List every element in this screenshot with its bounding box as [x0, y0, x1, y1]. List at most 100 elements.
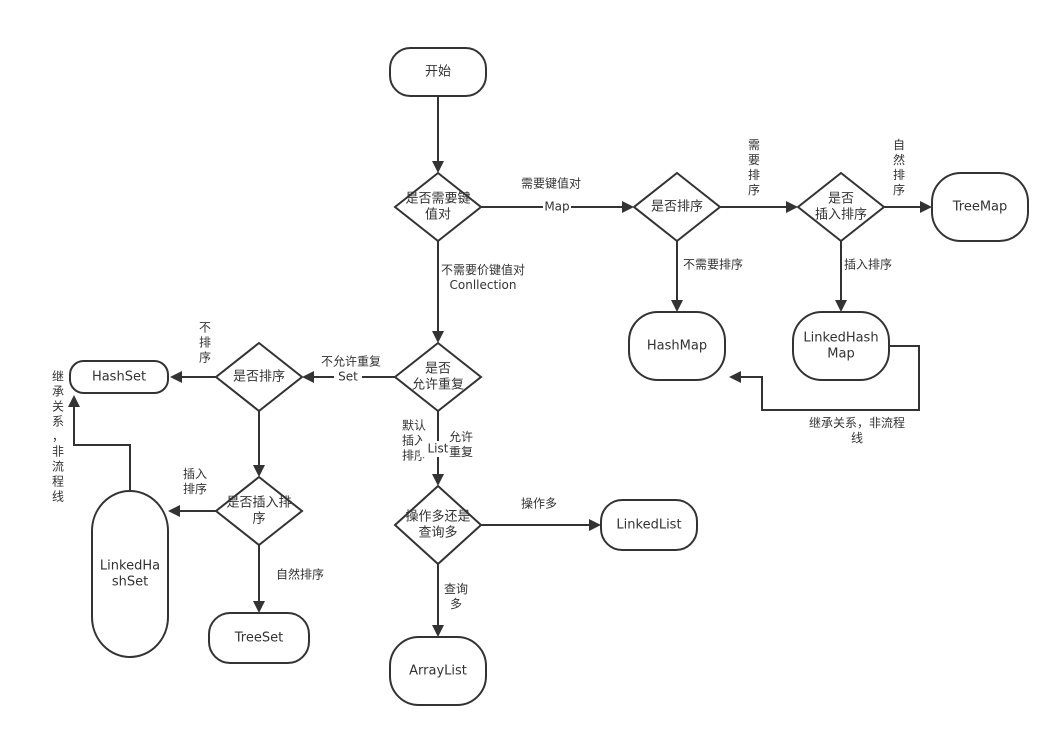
terminal-shape	[931, 172, 1029, 242]
terminal-shape	[208, 612, 310, 664]
edge-label-text: Set	[338, 370, 358, 384]
edge-label-text: 承	[52, 385, 64, 399]
edge-label-text: 重复	[449, 445, 473, 459]
arrowhead-icon	[622, 201, 634, 213]
label-background	[420, 441, 456, 457]
edge-label-text: 关	[52, 400, 64, 414]
edge-start-to-need-kv	[432, 96, 444, 173]
node-label: LinkedHa	[100, 559, 160, 574]
edge-label-text: 然	[893, 152, 905, 167]
decision-diamond	[632, 171, 722, 243]
edge-label: Map	[543, 199, 571, 215]
edge-label: 查询多	[444, 582, 468, 611]
edge-label: List	[420, 441, 456, 457]
node-label: 允许重复	[412, 377, 464, 393]
arrowhead-icon	[729, 371, 741, 383]
decision-diamond	[214, 341, 304, 413]
node-arraylist: ArrayList	[389, 636, 487, 706]
edge-label-text: 排序	[183, 481, 207, 496]
edge-label-text: 序	[199, 350, 211, 365]
arrowhead-icon	[432, 625, 444, 637]
node-label: 查询多	[418, 525, 457, 541]
edge-label-text: 线	[851, 431, 863, 445]
node-start: 开始	[389, 47, 487, 97]
node-treeset: TreeSet	[208, 612, 310, 664]
node-label: shSet	[112, 575, 148, 590]
edge-ops-or-query-to-linkedlist	[481, 519, 601, 531]
node-label: 插入排序	[815, 208, 867, 223]
edge-set-sort-to-set-insert-sort	[253, 411, 265, 477]
edge-label: 需要键值对	[521, 176, 581, 191]
node-treemap: TreeMap	[931, 172, 1029, 242]
node-linkedlist: LinkedList	[600, 499, 698, 551]
node-label: TreeSet	[234, 631, 283, 646]
edge-label-text: 操作多	[521, 496, 557, 511]
edge-label: 不允许重复	[321, 354, 381, 369]
edge-line	[741, 345, 920, 411]
edge-label-text: 自然排序	[276, 567, 324, 582]
edges-layer	[68, 96, 932, 637]
edge-label-text: 系	[52, 415, 64, 429]
arrowhead-icon	[432, 331, 444, 343]
node-label: 是否	[828, 192, 854, 207]
edge-label: 插入排序	[844, 257, 892, 272]
edge-label-text: Conllection	[450, 278, 517, 292]
terminal-shape	[389, 636, 487, 706]
node-label: ArrayList	[409, 664, 467, 679]
edge-label-text: 要	[748, 153, 760, 167]
edge-label-text: 多	[450, 597, 462, 611]
edge-set-insert-sort-to-treeset	[253, 545, 265, 613]
arrowhead-icon	[671, 300, 683, 312]
edge-map-sort-to-hashmap	[671, 241, 683, 312]
edge-ops-or-query-to-arraylist	[432, 564, 444, 637]
edge-label-text: Map	[544, 200, 569, 214]
label-background	[334, 369, 362, 385]
label-background	[543, 199, 571, 215]
node-label: 是否排序	[651, 200, 703, 215]
arrowhead-icon	[786, 201, 798, 213]
edge-need-kv-to-allow-dup	[432, 241, 444, 343]
node-label: 是否排序	[233, 370, 285, 385]
edge-label-text: 程	[52, 474, 64, 489]
edge-label-text: 线	[52, 490, 64, 504]
edge-label-text: ，	[52, 430, 64, 444]
node-label: 序	[252, 512, 265, 527]
edge-label-text: 需	[748, 138, 760, 152]
edge-label: 需要排序	[748, 138, 760, 197]
node-label: 是否需要键	[405, 192, 470, 207]
edge-label-text: 排	[893, 168, 905, 182]
terminal-shape	[389, 47, 487, 97]
edge-label-text: 流	[52, 460, 64, 474]
edge-set-sort-to-hashset	[170, 371, 216, 383]
node-label: TreeMap	[952, 200, 1008, 215]
decision-diamond	[393, 341, 483, 413]
edge-map-insert-sort-to-linkedhashmap	[835, 241, 847, 312]
edge-label-text: 不允许重复	[321, 354, 381, 369]
edge-label-text: 继	[52, 370, 64, 384]
edge-label-text: 排	[199, 336, 211, 350]
edge-label: 操作多	[521, 496, 557, 511]
edge-label-text: 序	[748, 182, 760, 197]
edge-label: 自然排序	[893, 138, 905, 197]
edge-set-insert-sort-to-linkedhashset	[168, 505, 216, 517]
node-label: HashMap	[647, 339, 707, 354]
arrowhead-icon	[589, 519, 601, 531]
node-hashmap: HashMap	[628, 311, 726, 381]
edge-label-text: 允许	[449, 429, 473, 444]
arrowhead-icon	[432, 474, 444, 486]
edge-label-text: 序	[893, 182, 905, 197]
edge-label-text: 插入	[183, 467, 207, 481]
terminal-shape	[628, 311, 726, 381]
terminal-shape	[792, 311, 890, 381]
edge-label: 允许重复	[449, 429, 473, 459]
